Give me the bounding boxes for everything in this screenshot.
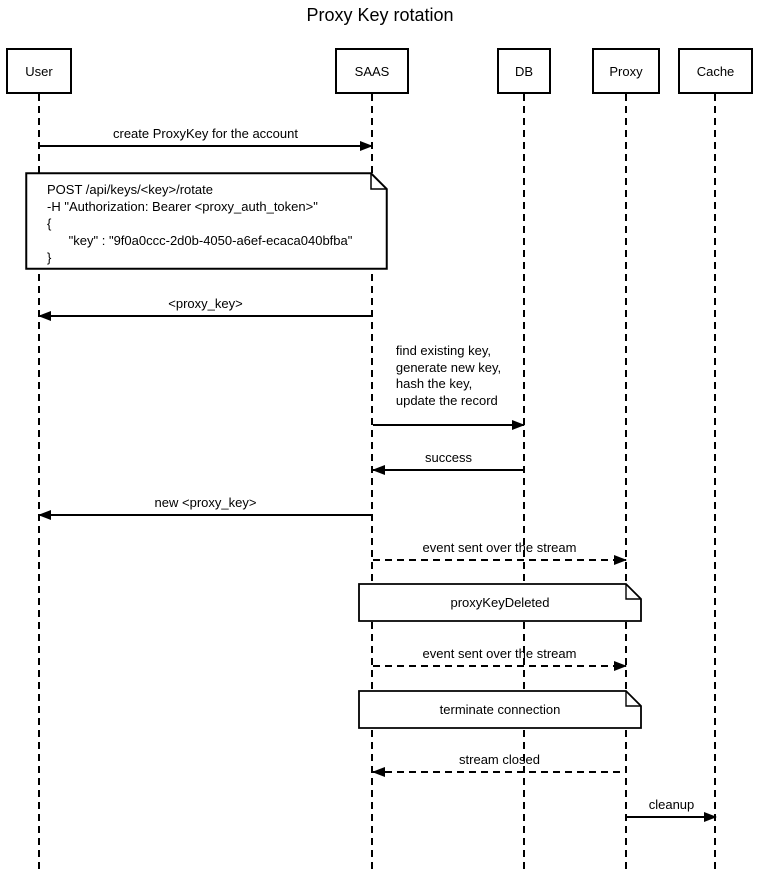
message-event-stream-2-label: event sent over the stream [422,646,577,661]
lifeline-proxy [625,94,627,873]
participant-cache: Cache [678,48,753,94]
arrowhead-right-icon [704,812,717,822]
message-line [627,816,716,818]
message-line [39,145,372,147]
lifeline-saas [371,94,373,873]
note-shape-icon [358,690,642,729]
participant-saas-label: SAAS [354,63,390,79]
message-create-proxykey-label: create ProxyKey for the account [113,126,298,141]
diagram-title: Proxy Key rotation [306,5,454,25]
message-line [373,469,524,471]
note-terminate-connection: terminate connection [358,690,642,729]
message-line [39,315,372,317]
arrowhead-left-icon [372,767,385,777]
note-proxykey-deleted: proxyKeyDeleted [358,583,642,622]
lifeline-db [523,94,525,873]
arrowhead-right-icon [360,141,373,151]
note-request-payload: POST /api/keys/<key>/rotate -H "Authoriz… [25,172,388,270]
message-proxy-key-label: <proxy_key> [168,296,243,311]
lifeline-user [38,94,40,873]
participant-db: DB [497,48,551,94]
message-cleanup-label: cleanup [648,797,695,812]
arrowhead-left-icon [38,311,51,321]
message-success-label: success [425,450,472,465]
note-terminate-connection-text: terminate connection [439,702,561,717]
participant-proxy: Proxy [592,48,660,94]
arrowhead-left-icon [38,510,51,520]
note-shape-icon [25,172,388,270]
arrowhead-right-icon [614,661,627,671]
lifeline-cache [714,94,716,873]
message-stream-closed-label: stream closed [459,752,540,767]
participant-user-label: User [25,63,53,79]
participant-db-label: DB [514,63,534,79]
message-line [373,424,524,426]
message-line [373,665,626,667]
arrowhead-right-icon [614,555,627,565]
message-line [373,559,626,561]
arrowhead-left-icon [372,465,385,475]
note-proxykey-deleted-text: proxyKeyDeleted [450,595,550,610]
message-db-update-label: find existing key, generate new key, has… [395,343,502,408]
message-line [39,514,372,516]
participant-proxy-label: Proxy [609,63,643,79]
participant-user: User [6,48,72,94]
participant-cache-label: Cache [696,63,735,79]
note-request-payload-text: POST /api/keys/<key>/rotate -H "Authoriz… [47,182,353,265]
message-event-stream-1-label: event sent over the stream [422,540,577,555]
message-new-proxy-key-label: new <proxy_key> [154,495,257,510]
participant-saas: SAAS [335,48,409,94]
note-shape-icon [358,583,642,622]
arrowhead-right-icon [512,420,525,430]
message-line [373,771,626,773]
